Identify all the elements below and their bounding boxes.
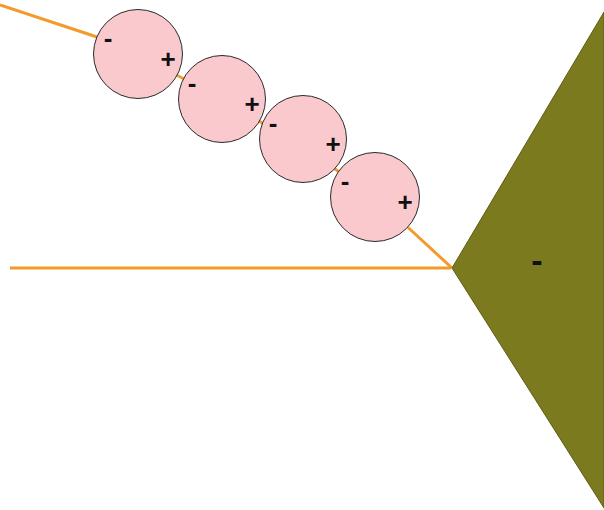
dipole-circle: -+	[178, 55, 266, 143]
triangle-shape	[450, 0, 604, 510]
dipole-circle: -+	[330, 152, 420, 242]
field-connector	[408, 228, 452, 268]
charged-electrode: -	[450, 0, 604, 510]
positive-sign: +	[244, 91, 259, 117]
negative-sign: -	[104, 25, 113, 51]
positive-sign: +	[397, 189, 412, 215]
dipole-circle: -+	[259, 95, 347, 183]
positive-sign: +	[325, 131, 340, 157]
positive-sign: +	[160, 46, 175, 72]
field-line	[0, 5, 410, 222]
negative-sign: -	[531, 243, 542, 277]
triangle-outline	[452, 12, 604, 508]
dipole-circle: -+	[93, 9, 183, 99]
horizontal-line	[10, 267, 451, 270]
negative-sign: -	[188, 70, 197, 96]
negative-sign: -	[269, 110, 278, 136]
negative-sign: -	[341, 168, 350, 194]
